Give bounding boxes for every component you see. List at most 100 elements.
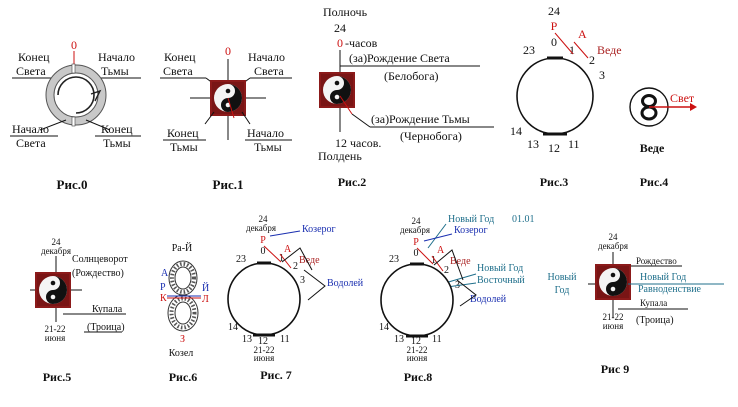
fig3-24: 24 (548, 4, 560, 18)
fig3-1: 1 (569, 43, 575, 57)
fig3-12: 12 (548, 141, 560, 155)
figure-1: 0 Конец Света Начало Света Конец Тьмы На… (160, 44, 292, 192)
fig9-dec-1: 24 (609, 232, 619, 242)
fig2-birth-dark: (за)Рождение Тьмы (371, 112, 470, 126)
fig6-r: Р (160, 282, 166, 293)
fig7-a: А (284, 244, 292, 255)
fig6-kozel: Козел (169, 348, 194, 359)
fig1-end-dark-2: Тьмы (170, 140, 198, 154)
fig8-11: 11 (432, 334, 442, 345)
fig9-jun-2: июня (603, 321, 624, 331)
fig3-caption: Рис.3 (540, 175, 569, 189)
figure-9: 24 декабря Рождество Новый Год Новый Год… (547, 232, 724, 376)
fig7-caption: Рис. 7 (260, 368, 292, 382)
fig4-light: Свет (670, 91, 695, 105)
fig8-12: 12 (411, 336, 421, 347)
fig8-kozerog: Козерог (454, 225, 488, 236)
fig7-23: 23 (236, 254, 246, 265)
fig9-jun-1: 21-22 (603, 312, 624, 322)
fig7-vede: Веде (299, 255, 320, 266)
figure-3: 24 Р 0 А 1 Веде 2 3 23 14 13 12 11 Рис.3 (510, 4, 622, 189)
fig5-jun-2: июня (45, 333, 66, 343)
fig8-0: 0 (414, 248, 419, 259)
fig8-14: 14 (379, 322, 389, 333)
fig8-year-circle (380, 263, 454, 337)
fig8-eastern: Восточный (477, 275, 525, 286)
fig6-ra: Ра-Й (172, 242, 193, 254)
fig8-a: А (437, 245, 445, 256)
fig2-yin-yang-icon (319, 72, 355, 108)
fig9-new-year: Новый Год (640, 272, 686, 283)
fig6-a: А (161, 268, 169, 279)
fig0-end-dark-2: Тьмы (103, 136, 131, 150)
fig2-caption: Рис.2 (338, 175, 367, 189)
figure-6: Ра-Й А Р К Й Л З Козел Рис.6 (160, 242, 209, 384)
figure-2: Полночь 24 0 -часов (за)Рождение Света (… (318, 5, 494, 189)
fig2-hours: -часов (345, 36, 378, 50)
fig0-end-dark-1: Конец (101, 122, 133, 136)
fig9-new-1: Новый (547, 272, 577, 283)
fig8-vede: Веде (450, 256, 471, 267)
fig8-vodoley: Водолей (470, 294, 507, 305)
fig8-new-year: Новый Год (448, 214, 494, 225)
fig1-caption: Рис.1 (213, 177, 244, 192)
figure-0: 0 Конец Света Начало Тьмы Начало Света К… (10, 38, 141, 192)
fig9-new-2: Год (555, 285, 570, 296)
fig6-z: З (180, 334, 185, 345)
fig7-dec-2: декабря (246, 223, 276, 233)
fig5-jun-1: 21-22 (45, 324, 66, 334)
fig2-chernobog: (Чернобога) (400, 129, 462, 143)
fig8-2: 2 (444, 265, 449, 276)
fig8-23: 23 (389, 254, 399, 265)
fig2-birth-light: (за)Рождение Света (349, 51, 450, 65)
fig0-start-dark-1: Начало (98, 50, 135, 64)
fig7-13: 13 (242, 334, 252, 345)
fig3-3: 3 (599, 68, 605, 82)
fig6-y: Й (202, 282, 209, 294)
fig8-new-year-2: Новый Год (477, 263, 523, 274)
fig6-k: К (160, 293, 167, 304)
fig5-dec-2: декабря (41, 246, 71, 256)
fig7-3: 3 (300, 275, 305, 286)
fig3-a: А (578, 27, 587, 41)
figure-8: Новый Год 01.01 24 декабря Козерог Р А 0… (379, 214, 535, 384)
fig8-dec-1: 24 (412, 216, 422, 226)
fig9-kupala: Купала (640, 298, 667, 308)
fig7-11: 11 (280, 334, 290, 345)
fig0-ring (45, 63, 107, 127)
figure-4: Свет Веде Рис.4 (629, 87, 697, 189)
fig9-caption: Рис 9 (601, 362, 630, 376)
fig5-dec-1: 24 (52, 237, 62, 247)
fig3-11: 11 (568, 137, 580, 151)
fig4-vede: Веде (640, 141, 665, 155)
fig0-start-dark-2: Тьмы (101, 64, 129, 78)
fig3-p: Р (551, 19, 558, 33)
fig4-caption: Рис.4 (640, 175, 669, 189)
fig7-14: 14 (228, 322, 238, 333)
fig1-zero-label: 0 (225, 44, 231, 58)
fig3-14: 14 (510, 124, 522, 138)
fig2-24: 24 (334, 21, 346, 35)
fig8-p: Р (413, 237, 419, 248)
fig2-belobog: (Белобога) (384, 69, 439, 83)
fig7-12: 12 (258, 336, 268, 347)
fig3-13: 13 (527, 137, 539, 151)
fig1-start-dark-2: Тьмы (254, 140, 282, 154)
fig6-l: Л (202, 294, 209, 305)
fig5-yin-yang-icon (35, 272, 71, 308)
fig2-zero: 0 (337, 36, 343, 50)
fig8-jun-2: июня (407, 353, 428, 363)
fig7-p: Р (260, 235, 266, 246)
fig7-0: 0 (261, 246, 266, 257)
figure-7: 24 декабря Козерог Р А 0 1 Веде 2 3 Водо… (227, 214, 364, 382)
fig7-1: 1 (279, 253, 284, 264)
fig9-christmas: Рождество (636, 256, 677, 266)
fig2-midnight: Полночь (323, 5, 368, 19)
fig0-end-light-2: Света (16, 64, 46, 78)
fig7-2: 2 (293, 261, 298, 272)
fig3-23: 23 (523, 43, 535, 57)
fig5-solstice-2: (Рождество) (72, 268, 124, 279)
fig5-solstice-1: Солнцеворот (72, 254, 128, 265)
fig9-troitsa: (Троица) (636, 315, 674, 326)
